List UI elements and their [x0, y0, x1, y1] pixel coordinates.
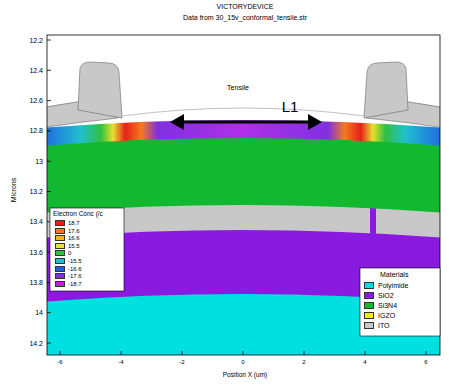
axis-tick-label: 4 — [363, 359, 366, 365]
legend-text: -18.7 — [68, 281, 82, 287]
legend-swatch — [364, 322, 374, 329]
legend-box — [50, 208, 124, 291]
region-label: Tensile — [227, 84, 249, 91]
axis-tick-label: -4 — [118, 359, 123, 365]
tick — [60, 351, 61, 355]
legend-text: -17.6 — [68, 273, 82, 279]
axis-tick-label: 12.8 — [29, 127, 43, 134]
tick — [47, 191, 51, 192]
axis-tick-label: 12.4 — [29, 67, 43, 74]
axis-tick-label: 14 — [35, 309, 43, 316]
tick — [121, 351, 122, 355]
legend-text: Si3N4 — [378, 302, 397, 309]
tick — [243, 351, 244, 355]
tick — [47, 40, 51, 41]
axis-tick-label: 6 — [424, 359, 427, 365]
plot-title: VICTORYDEVICE — [217, 3, 274, 10]
legend-heading: Electron Conc (/c — [53, 211, 103, 218]
axis-tick-label: 13.4 — [29, 218, 43, 225]
legend-text: 15.5 — [68, 243, 80, 249]
axis-tick-label: 13.2 — [29, 188, 43, 195]
axis-tick-label: -2 — [179, 359, 184, 365]
tick — [47, 343, 51, 344]
legend-swatch — [55, 243, 65, 249]
igzo-layer — [47, 120, 440, 146]
tick — [47, 70, 51, 71]
legend-swatch — [55, 281, 65, 287]
legend-swatch — [364, 282, 374, 289]
axis-tick-label: 2 — [302, 359, 305, 365]
axis-tick-label: 13 — [35, 158, 43, 165]
legend-text: 16.6 — [68, 235, 80, 241]
legend-text: IGZO — [378, 312, 395, 319]
legend-text: SiO2 — [378, 292, 394, 299]
axis-tick-label: 12.6 — [29, 97, 43, 104]
legend-text: -16.6 — [68, 266, 82, 272]
axis-tick-label: 14.2 — [29, 340, 43, 347]
legend-swatch — [364, 312, 374, 319]
dimension-arrow — [170, 114, 322, 130]
legend-swatch — [55, 258, 65, 264]
legend-swatch — [55, 220, 65, 226]
dimension-label: L1 — [282, 99, 299, 114]
ito-electrode — [78, 62, 122, 118]
axis-title: Position X (um) — [223, 372, 267, 379]
tick — [47, 100, 51, 101]
legend-swatch — [364, 302, 374, 309]
legend-swatch — [364, 292, 374, 299]
legend-text: ITO — [378, 322, 390, 329]
legend-text: 17.6 — [68, 228, 80, 234]
legend-text: 0 — [68, 250, 71, 256]
data-source: Data from 30_15v_conformal_tensile.str — [183, 14, 307, 21]
legend-heading: Materials — [380, 271, 408, 278]
tick — [47, 161, 51, 162]
axis-tick-label: 13.6 — [29, 249, 43, 256]
tick — [47, 312, 51, 313]
legend-swatch — [55, 235, 65, 241]
axis-tick-label: -6 — [57, 359, 62, 365]
axis-tick-label: 13.8 — [29, 279, 43, 286]
legend-swatch — [55, 266, 65, 272]
legend-swatch — [55, 273, 65, 279]
tick — [365, 351, 366, 355]
tick — [47, 130, 51, 131]
tick — [426, 351, 427, 355]
si3n4-layer — [47, 137, 440, 213]
axis-tick-label: 0 — [241, 359, 244, 365]
legend-swatch — [55, 250, 65, 256]
axis-title: Microns — [10, 178, 17, 203]
tick — [182, 351, 183, 355]
layer-edge — [122, 108, 364, 116]
tick — [304, 351, 305, 355]
legend-text: 18.7 — [68, 220, 80, 226]
legend-text: -15.5 — [68, 258, 82, 264]
legend-text: Polyimide — [378, 282, 408, 289]
legend-swatch — [55, 228, 65, 234]
axis-tick-label: 12.2 — [29, 37, 43, 44]
legend-box — [360, 268, 440, 336]
ito-electrode — [364, 62, 408, 118]
